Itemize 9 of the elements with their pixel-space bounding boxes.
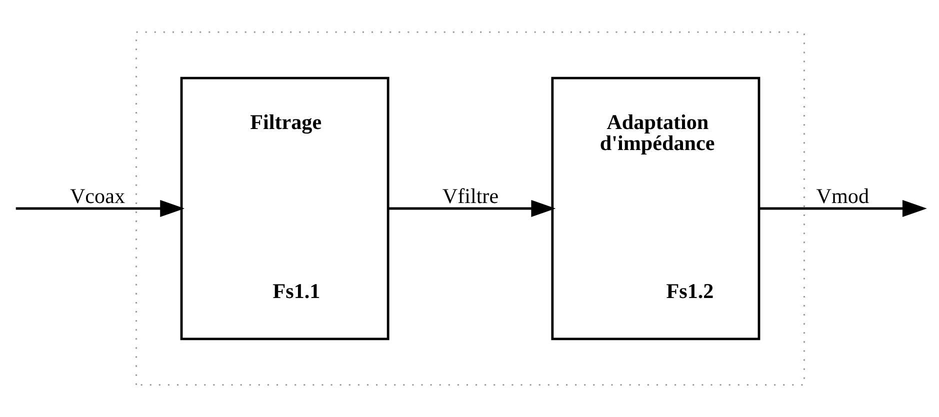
edge-label: Vmod: [816, 184, 870, 208]
node-box: Adaptation d'impédance Fs1.2: [551, 76, 760, 340]
cluster: [136, 31, 805, 386]
edge-label: Vfiltre: [442, 184, 499, 208]
arrow: [16, 200, 185, 218]
edge-label: Vcoax: [70, 184, 126, 208]
node-box: Filtrage Fs1.1: [180, 76, 390, 340]
arrow: [759, 200, 927, 218]
arrow: [388, 200, 556, 218]
